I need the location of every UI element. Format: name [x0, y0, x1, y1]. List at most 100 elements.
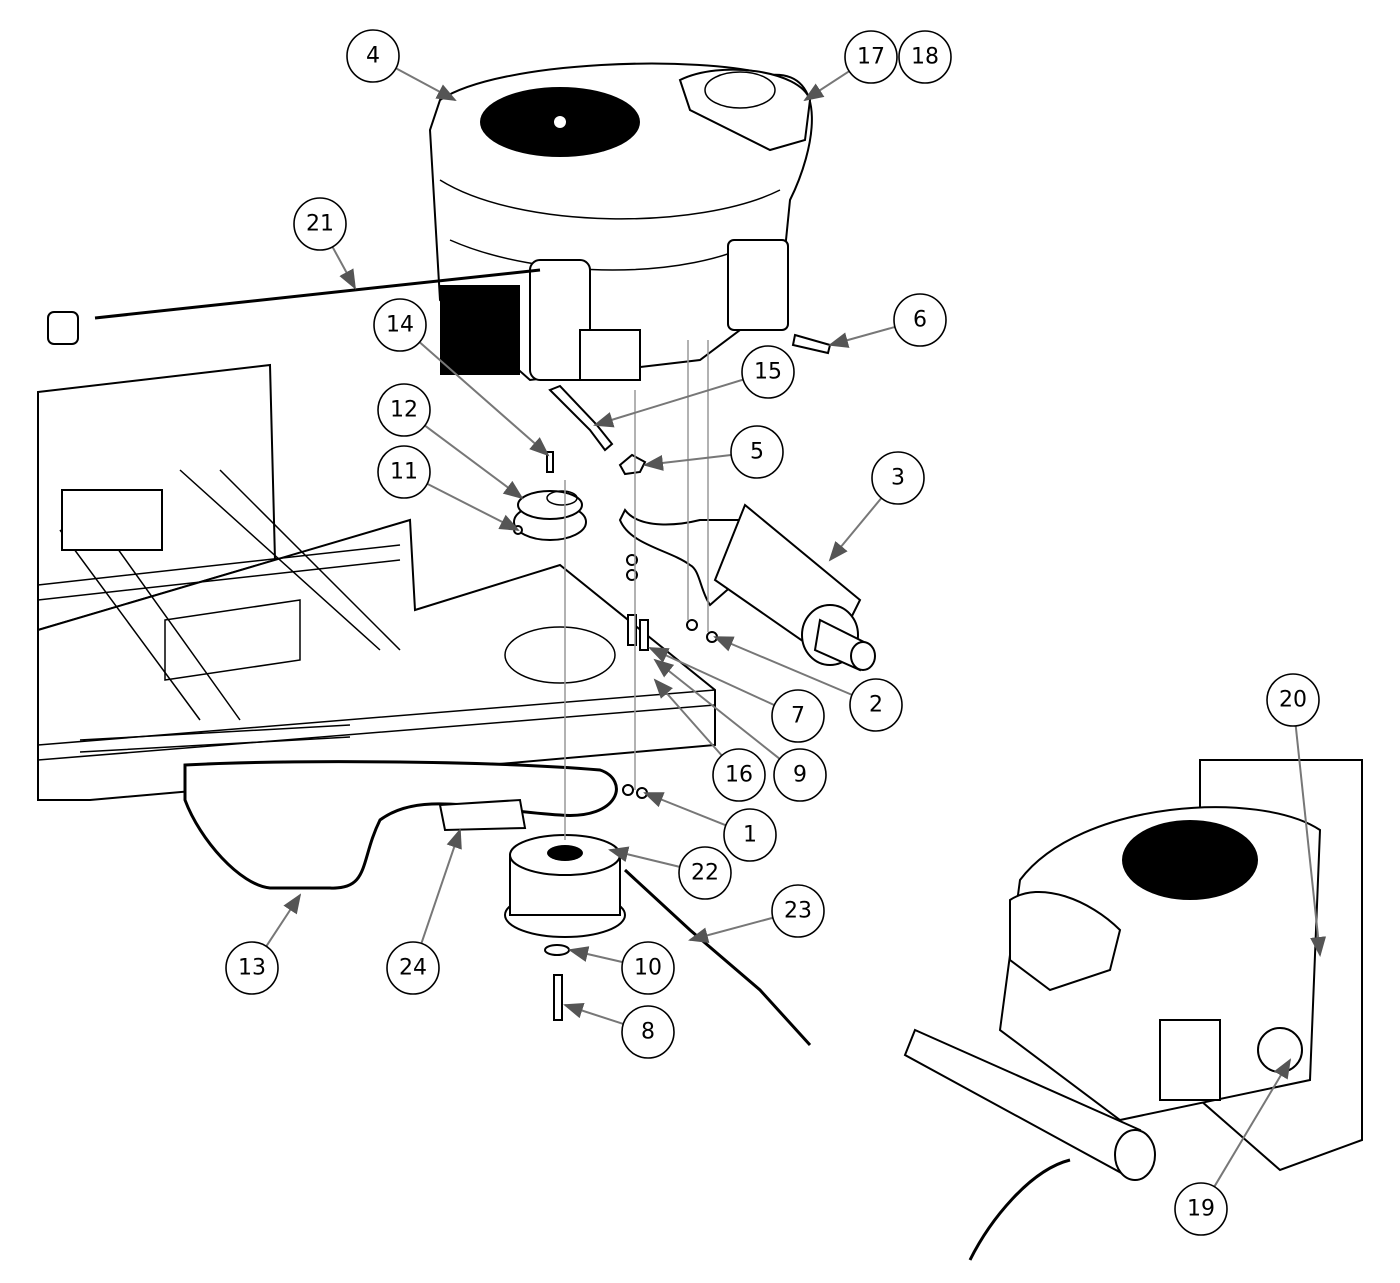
- callout-11: 11: [377, 445, 431, 499]
- callout-4: 4: [346, 29, 400, 83]
- callout-circle: [293, 197, 347, 251]
- leader-line-17: [803, 70, 850, 102]
- callout-circle: [771, 884, 825, 938]
- clutch-wire: [623, 868, 812, 1047]
- callout-label: 7: [791, 704, 805, 729]
- key: [546, 451, 554, 473]
- callout-6: 6: [893, 293, 947, 347]
- pulley: [513, 490, 587, 541]
- callout-24: 24: [386, 941, 440, 995]
- callout-circle: [893, 293, 947, 347]
- callout-label: 12: [390, 398, 418, 423]
- callout-circle: [849, 678, 903, 732]
- leader-line-14: [418, 341, 550, 457]
- callout-label: 23: [784, 899, 812, 924]
- callout-label: 11: [390, 460, 418, 485]
- leader-line-20: [1294, 725, 1327, 957]
- leader-line-4: [395, 67, 457, 101]
- callout-label: 22: [691, 861, 719, 886]
- callout-label: 2: [869, 693, 883, 718]
- callout-label: 9: [793, 763, 807, 788]
- callout-12: 12: [377, 383, 431, 437]
- callout-circle: [621, 941, 675, 995]
- leader-line-3: [828, 497, 883, 562]
- spark-plug: [791, 333, 832, 355]
- bolt: [553, 974, 563, 1021]
- leader-line-10: [568, 946, 623, 964]
- callout-17: 17: [844, 30, 898, 84]
- callout-circle: [773, 748, 827, 802]
- gasket: [618, 453, 647, 476]
- callout-label: 10: [634, 956, 662, 981]
- callout-circle: [373, 298, 427, 352]
- leader-line-22: [608, 846, 680, 868]
- leader-line-23: [688, 916, 774, 944]
- callout-label: 16: [725, 763, 753, 788]
- callout-circle: [741, 345, 795, 399]
- callout-8: 8: [621, 1005, 675, 1059]
- callout-circle: [346, 29, 400, 83]
- callout-label: 13: [238, 956, 266, 981]
- leader-line-12: [424, 424, 524, 500]
- callout-circle: [621, 1005, 675, 1059]
- callout-label: 21: [306, 212, 334, 237]
- leader-line-9: [653, 658, 781, 760]
- leader-line-1: [643, 792, 727, 827]
- callout-label: 20: [1279, 688, 1307, 713]
- leader-line-6: [828, 325, 896, 348]
- callout-circle: [1174, 1182, 1228, 1236]
- callout-label: 4: [366, 44, 380, 69]
- callout-circle: [771, 689, 825, 743]
- engine: [428, 62, 813, 382]
- callout-circle: [225, 941, 279, 995]
- callout-18: 18: [898, 30, 952, 84]
- callout-circle: [730, 425, 784, 479]
- callout-16: 16: [712, 748, 766, 802]
- callout-label: 3: [891, 466, 905, 491]
- callout-label: 18: [911, 45, 939, 70]
- callout-circle: [871, 451, 925, 505]
- callout-circle: [377, 383, 431, 437]
- callout-22: 22: [678, 846, 732, 900]
- leader-line-15: [593, 378, 744, 428]
- leader-line-16: [653, 678, 723, 757]
- leader-line-11: [426, 482, 520, 531]
- callout-circle: [844, 30, 898, 84]
- leader-line-24: [420, 828, 462, 944]
- callout-circle: [1266, 673, 1320, 727]
- leader-line-19: [1213, 1058, 1292, 1188]
- leader-line-13: [265, 893, 302, 947]
- hardware: [622, 554, 718, 799]
- callout-1: 1: [723, 808, 777, 862]
- callout-label: 14: [386, 313, 414, 338]
- callout-label: 6: [913, 308, 927, 333]
- chassis-frame: [37, 363, 716, 801]
- leader-line-5: [643, 454, 732, 471]
- callout-2: 2: [849, 678, 903, 732]
- electric-clutch: [504, 834, 626, 938]
- callout-7: 7: [771, 689, 825, 743]
- leader-line-21: [331, 246, 356, 290]
- callout-13: 13: [225, 941, 279, 995]
- callout-label: 24: [399, 956, 427, 981]
- callout-label: 1: [743, 823, 757, 848]
- callout-10: 10: [621, 941, 675, 995]
- fuel-line: [548, 384, 614, 452]
- callout-19: 19: [1174, 1182, 1228, 1236]
- callout-label: 19: [1187, 1197, 1215, 1222]
- leader-line-7: [648, 647, 775, 707]
- callout-circle: [723, 808, 777, 862]
- washer: [544, 944, 570, 956]
- callout-circle: [712, 748, 766, 802]
- callout-15: 15: [741, 345, 795, 399]
- leader-line-2: [713, 636, 853, 696]
- leader-line-8: [563, 1002, 624, 1025]
- muffler: [618, 503, 876, 672]
- callout-3: 3: [871, 451, 925, 505]
- callout-label: 17: [857, 45, 885, 70]
- callout-circle: [898, 30, 952, 84]
- callout-circle: [386, 941, 440, 995]
- callout-21: 21: [293, 197, 347, 251]
- callout-label: 5: [750, 440, 764, 465]
